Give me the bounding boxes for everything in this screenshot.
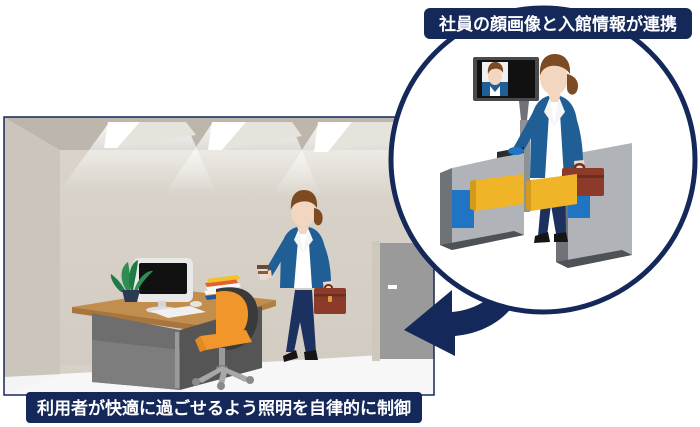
briefcase-handle — [324, 284, 333, 289]
entrance-gate-scene — [388, 5, 698, 315]
left-wall — [4, 117, 60, 395]
chair-base — [192, 366, 254, 390]
gate-briefcase-handle — [573, 163, 586, 169]
door-handle — [388, 285, 397, 289]
bottom-caption-text: 利用者が快適に過ごせるよう照明を自律的に制御 — [37, 398, 411, 418]
face-thumbnail — [482, 62, 508, 96]
woman-neck — [297, 227, 309, 234]
top-caption-banner: 社員の顔画像と入館情報が連携 — [424, 8, 692, 39]
light-beam-1 — [60, 124, 215, 190]
curved-flow-arrow — [404, 247, 532, 356]
mouse — [190, 301, 202, 307]
desk-leg — [175, 332, 179, 388]
gate-flap-left — [476, 174, 523, 211]
businesswoman — [257, 190, 346, 362]
display-mount — [519, 101, 529, 120]
gate-woman-ponytail — [567, 74, 578, 95]
bottom-caption-bg — [26, 392, 422, 423]
woman-trousers — [286, 290, 316, 354]
coffee-cup — [257, 265, 269, 280]
gate-woman-arm-right — [566, 112, 583, 163]
chair-caster — [246, 376, 254, 384]
gate-flap-right — [531, 174, 577, 211]
woman-arm-right — [315, 240, 331, 283]
book-white-2 — [206, 283, 241, 291]
gate-woman-neck — [548, 94, 561, 102]
woman-ponytail — [314, 208, 323, 226]
book-yellow — [207, 275, 240, 283]
face-recognition-display — [473, 57, 539, 212]
bottom-caption-banner: 利用者が快適に過ごせるよう照明を自律的に制御 — [26, 392, 422, 423]
chair-back-cushion — [216, 290, 248, 343]
ceiling-light-1 — [104, 122, 196, 148]
display-pole — [520, 120, 530, 212]
office-chair — [192, 287, 258, 390]
gate-woman-hair — [539, 54, 571, 76]
book-orange — [205, 279, 238, 287]
top-caption-bg — [424, 8, 692, 39]
gate-woman-shoe-right — [554, 232, 568, 242]
gate-left-indicator — [452, 190, 474, 228]
plant-pot — [122, 290, 140, 302]
card-reader — [497, 147, 524, 158]
ceiling-light-2 — [208, 122, 302, 150]
gate-woman-arm-left — [512, 110, 541, 156]
woman-collar-l — [294, 228, 303, 253]
card-reader-pad — [508, 147, 524, 155]
desk-top-edge — [72, 307, 198, 331]
gate-woman-head — [540, 61, 568, 95]
keyboard — [150, 306, 206, 318]
briefcase — [314, 284, 346, 314]
gate-left-side — [440, 168, 452, 250]
gate-woman-shoe-left — [534, 232, 550, 243]
chair-arm-left — [195, 336, 206, 352]
monitor-screen — [139, 263, 187, 294]
monitor-neck — [158, 301, 166, 309]
top-caption-text: 社員の顔画像と入館情報が連携 — [438, 14, 677, 34]
woman-shoe-left — [283, 350, 298, 362]
gate-right-base — [556, 250, 632, 268]
potted-plant — [110, 260, 153, 302]
woman-head — [291, 197, 315, 227]
desk-panel-lower — [92, 340, 180, 390]
woman-arm-left — [263, 240, 289, 279]
light-beam-2 — [165, 122, 320, 193]
gate-flap-right-edge — [526, 180, 531, 211]
office-room-scene — [3, 116, 435, 396]
gate-left-base — [440, 231, 524, 250]
woman-shoe-right — [304, 350, 318, 360]
chair-seat — [200, 330, 252, 350]
chair-column — [219, 348, 225, 366]
desktop-monitor — [133, 258, 193, 314]
gate-flap-left-edge — [470, 180, 476, 211]
chair-caster — [217, 382, 225, 390]
arrow-body — [404, 247, 532, 356]
chair-caster — [192, 378, 200, 386]
ceiling-light-3 — [314, 122, 408, 152]
woman-collar-r — [303, 228, 313, 253]
woman-hair — [290, 190, 318, 210]
